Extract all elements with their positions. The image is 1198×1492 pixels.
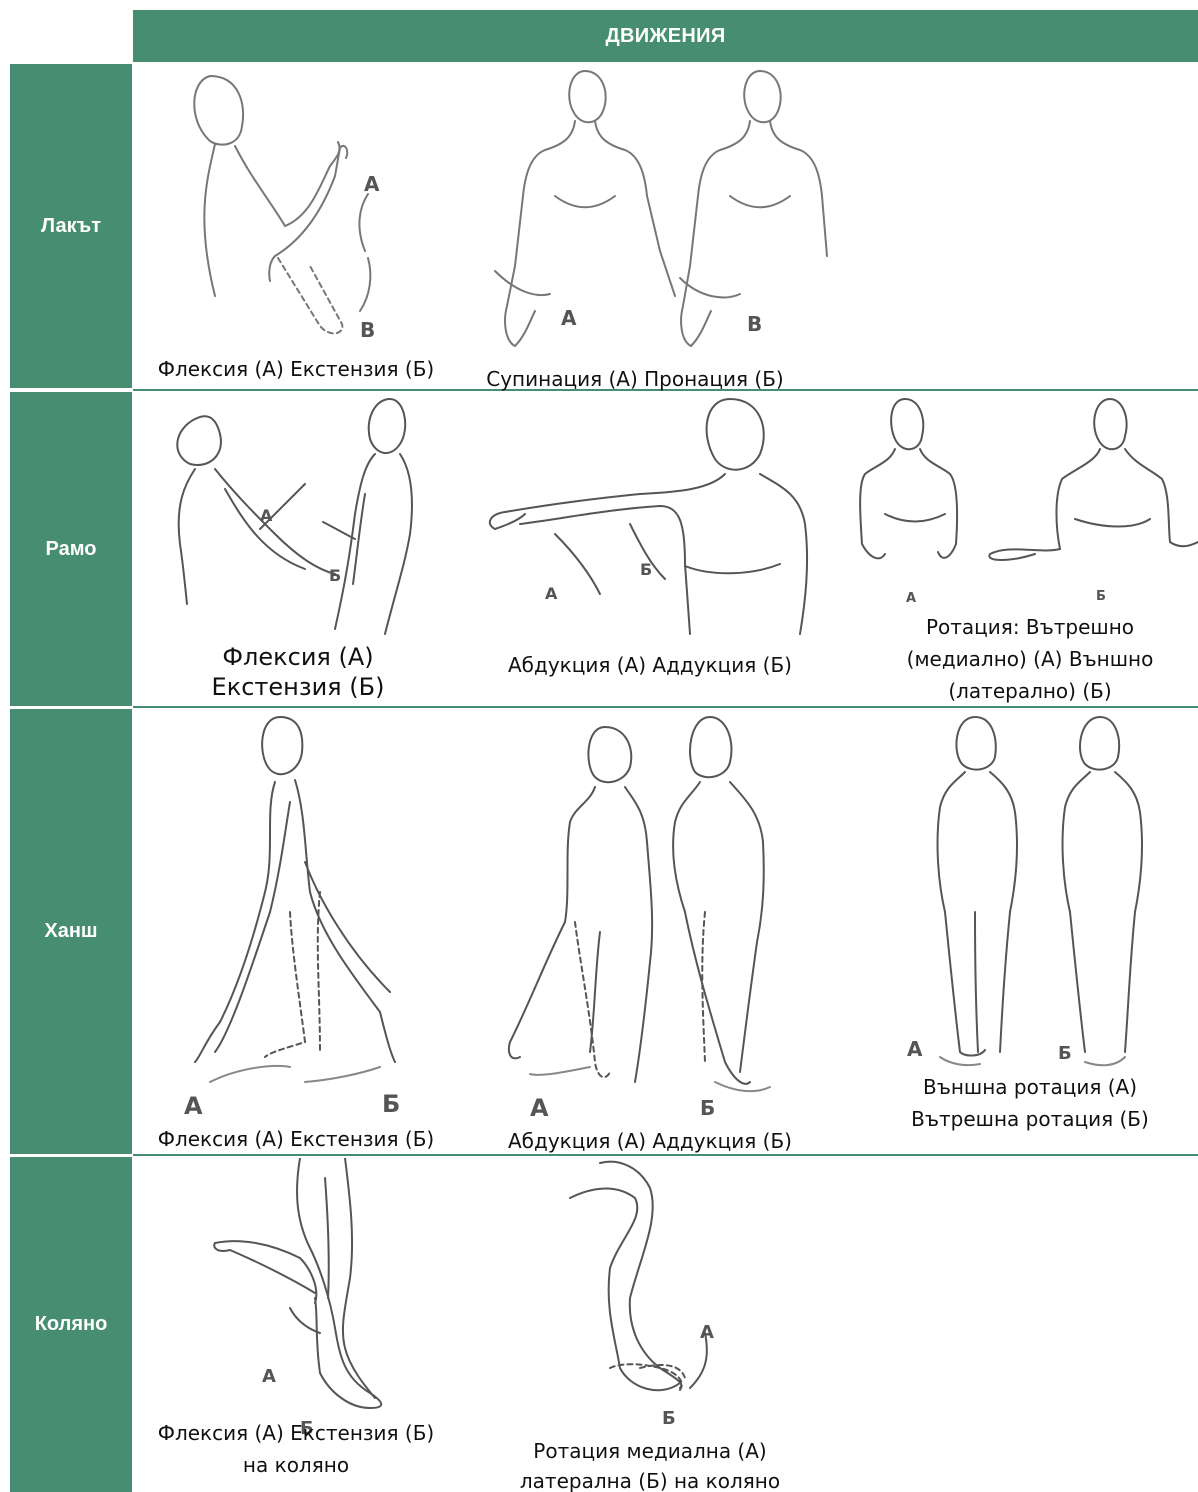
hip-rotation-caption-line2: Вътрешна ротация (Б)	[880, 1106, 1180, 1132]
shoulder-abduction-caption: Абдукция (А) Аддукция (Б)	[492, 652, 808, 678]
knee-flexion-letter-a: А	[262, 1366, 276, 1387]
hip-rotation-letter-a: А	[907, 1037, 922, 1061]
shoulder-flexion-caption-line2: Екстензия (Б)	[160, 672, 436, 702]
row-label-knee: Коляно	[10, 1157, 132, 1492]
shoulder-abduction-letter-b: Б	[640, 560, 652, 579]
hip-abduction-caption: Абдукция (А) Аддукция (Б)	[492, 1128, 808, 1154]
shoulder-flexion-caption-line1: Флексия (А)	[160, 642, 436, 672]
knee-rotation-letter-a: А	[700, 1322, 714, 1343]
hip-rotation-caption-line1: Външна ротация (А)	[880, 1074, 1180, 1100]
shoulder-rotation-caption-line2: (медиално) (А) Външно	[880, 646, 1180, 672]
row-label-text: Рамо	[46, 538, 97, 561]
elbow-flexion-letter-a: А	[364, 172, 379, 196]
shoulder-flexion-illustration	[165, 394, 425, 639]
shoulder-abduction-letter-a: А	[545, 584, 557, 603]
knee-flexion-caption-line1: Флексия (А) Екстензия (Б)	[150, 1420, 442, 1446]
shoulder-rotation-caption-line1: Ротация: Вътрешно	[880, 614, 1180, 640]
knee-flexion-caption-line2: на коляно	[150, 1452, 442, 1478]
hip-rotation-letter-b: Б	[1058, 1043, 1072, 1064]
elbow-supination-letter-b: В	[747, 312, 762, 336]
elbow-flexion-letter-b: В	[360, 318, 375, 342]
elbow-flexion-illustration	[170, 66, 410, 356]
header-title: ДВИЖЕНИЯ	[605, 25, 725, 48]
shoulder-rotation-letter-b: Б	[1096, 589, 1106, 604]
row-label-text: Лакът	[41, 215, 101, 238]
row-label-shoulder: Рамо	[10, 392, 132, 706]
hip-abduction-illustration	[495, 712, 805, 1102]
hip-rotation-illustration	[910, 712, 1170, 1067]
hip-flexion-letter-b: Б	[382, 1090, 400, 1118]
hip-flexion-caption: Флексия (А) Екстензия (Б)	[150, 1126, 442, 1152]
shoulder-flexion-letter-b: Б	[329, 566, 341, 585]
shoulder-rotation-caption-line3: (латерално) (Б)	[880, 678, 1180, 704]
elbow-supination-illustration	[485, 66, 865, 356]
row-divider	[133, 1154, 1198, 1156]
elbow-supination-letter-a: А	[561, 306, 576, 330]
row-divider	[133, 706, 1198, 708]
row-label-elbow: Лакът	[10, 64, 132, 388]
knee-rotation-letter-b: Б	[662, 1408, 676, 1429]
shoulder-abduction-illustration	[480, 394, 820, 639]
knee-rotation-caption-line2: латерална (Б) на коляно	[492, 1468, 808, 1492]
knee-rotation-illustration	[560, 1158, 740, 1418]
hip-flexion-letter-a: А	[184, 1092, 203, 1120]
knee-rotation-caption-line1: Ротация медиална (А)	[492, 1438, 808, 1464]
table-header: ДВИЖЕНИЯ	[133, 10, 1198, 62]
row-label-hip: Ханш	[10, 709, 132, 1154]
hip-abduction-letter-a: А	[530, 1094, 549, 1122]
row-label-text: Ханш	[44, 920, 97, 943]
hip-flexion-illustration	[180, 712, 420, 1092]
shoulder-flexion-letter-a: А	[260, 506, 272, 525]
row-label-text: Коляно	[35, 1313, 108, 1336]
elbow-supination-caption: Супинация (А) Пронация (Б)	[470, 366, 800, 392]
hip-abduction-letter-b: Б	[700, 1096, 715, 1120]
shoulder-rotation-letter-a: А	[906, 591, 916, 606]
elbow-flexion-caption: Флексия (А) Екстензия (Б)	[150, 356, 442, 382]
knee-flexion-illustration	[200, 1158, 400, 1418]
shoulder-rotation-illustration	[850, 394, 1198, 584]
